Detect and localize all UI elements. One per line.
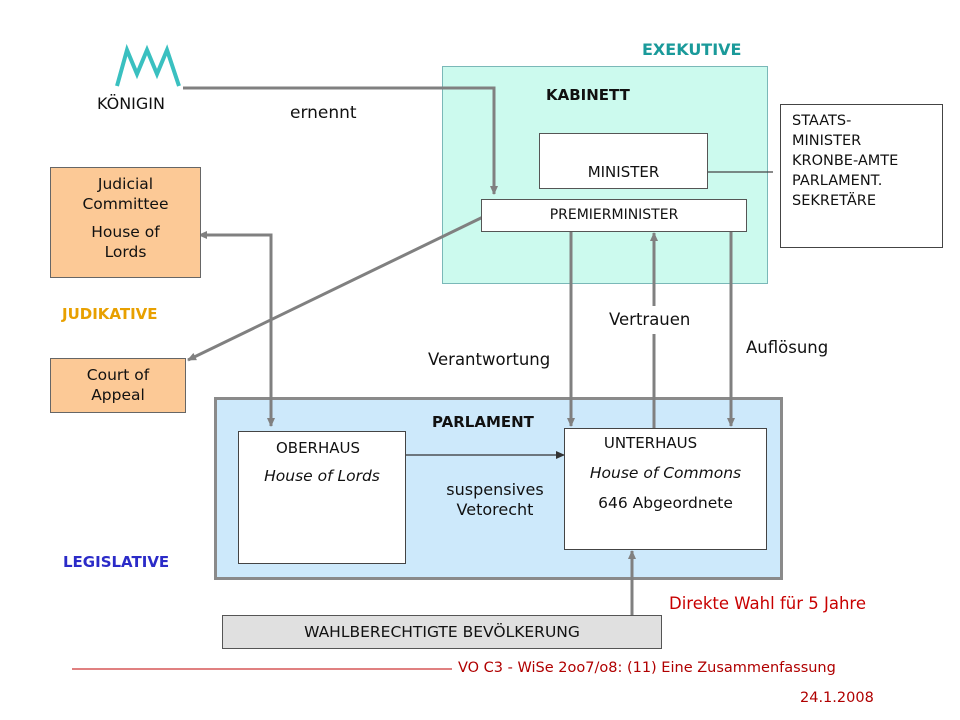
minister-label: MINISTER [587, 163, 660, 181]
staats-box: STAATS- MINISTER KRONBE-AMTE PARLAMENT. … [780, 104, 943, 248]
staats-line-5: SEKRETÄRE [792, 193, 876, 209]
staats-line-3: KRONBE-AMTE [792, 153, 899, 169]
judicial-line-2: Committee [82, 195, 169, 213]
koenigin-label: KÖNIGIN [97, 94, 165, 113]
pm-court-arrow [187, 215, 484, 362]
kabinett-title: KABINETT [546, 86, 630, 104]
oberhaus-judicial-arrow [198, 231, 273, 402]
staats-line-1: STAATS- [792, 113, 852, 129]
judicial-line-3: House of [91, 223, 160, 241]
oberhaus-title: OBERHAUS [275, 439, 361, 457]
unterhaus-subtitle: House of Commons [589, 464, 742, 482]
vertrauen-label: Vertrauen [605, 306, 709, 334]
aufloesung-label: Auflösung [746, 338, 829, 357]
court-line-1: Court of [86, 366, 150, 384]
judicial-committee-box: Judicial Committee House of Lords [50, 167, 201, 278]
parlament-title: PARLAMENT [432, 413, 534, 431]
oberhaus-box: OBERHAUS House of Lords [238, 431, 406, 564]
premierminister-label: PREMIERMINISTER [549, 207, 679, 223]
crown-icon [115, 44, 181, 87]
judicial-line-4: Lords [104, 243, 147, 261]
verantwortung-label: Verantwortung [428, 350, 551, 369]
veto-line-1: suspensives [446, 480, 544, 499]
staats-line-2: MINISTER [792, 133, 862, 149]
wahlberechtigte-box: WAHLBERECHTIGTE BEVÖLKERUNG [222, 615, 662, 649]
judicial-line-1: Judicial [97, 175, 154, 193]
ernennt-label: ernennt [290, 103, 357, 123]
court-line-2: Appeal [91, 386, 145, 404]
oberhaus-subtitle: House of Lords [264, 467, 380, 485]
veto-line-2: Vetorecht [456, 500, 534, 519]
wahlberechtigte-label: WAHLBERECHTIGTE BEVÖLKERUNG [304, 623, 580, 641]
footer-course: VO C3 - WiSe 2oo7/o8: (11) Eine Zusammen… [458, 660, 836, 676]
exekutive-label: EXEKUTIVE [642, 40, 742, 59]
judikative-label: JUDIKATIVE [62, 305, 158, 323]
staats-line-4: PARLAMENT. [792, 173, 883, 189]
footer-date: 24.1.2008 [800, 690, 874, 706]
unterhaus-count: 646 Abgeordnete [598, 494, 733, 512]
unterhaus-box: UNTERHAUS House of Commons 646 Abgeordne… [564, 428, 767, 550]
ernennt-arrow [183, 86, 498, 195]
minister-box: MINISTER [539, 133, 708, 189]
legislative-label: LEGISLATIVE [63, 553, 170, 571]
direkte-wahl-label: Direkte Wahl für 5 Jahre [669, 594, 866, 613]
premierminister-box: PREMIERMINISTER [481, 199, 747, 232]
court-of-appeal-box: Court of Appeal [50, 358, 186, 413]
unterhaus-title: UNTERHAUS [603, 434, 698, 452]
veto-label: suspensives Vetorecht [425, 480, 565, 520]
